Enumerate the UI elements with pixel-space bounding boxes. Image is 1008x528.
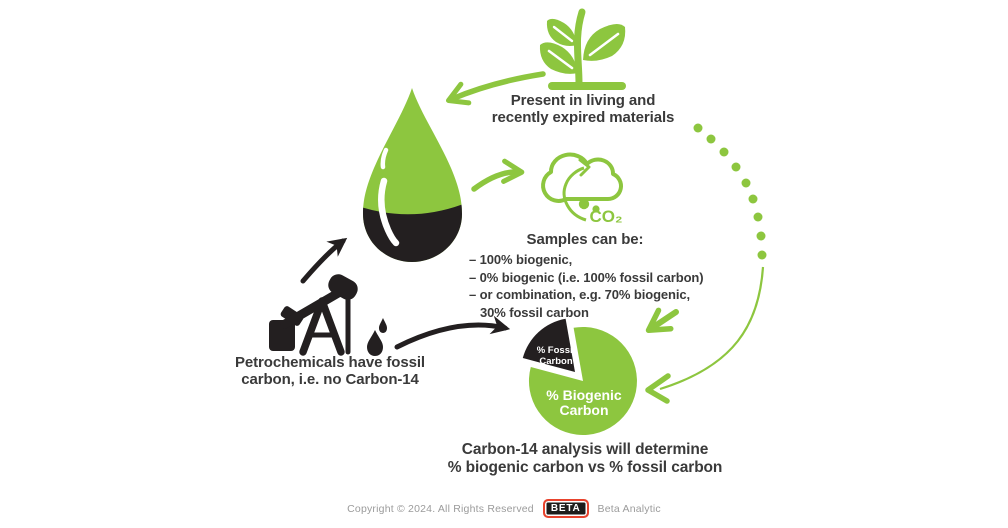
petro-caption: Petrochemicals have fossil carbon, i.e. …	[205, 354, 455, 388]
conclusion-caption: Carbon-14 analysis will determine % biog…	[430, 441, 740, 476]
oil-drop-icon	[363, 88, 462, 262]
samples-heading: Samples can be:	[526, 231, 644, 248]
samples-item: – 0% biogenic (i.e. 100% fossil carbon)	[469, 269, 704, 285]
pie-slice-fossil	[522, 318, 575, 372]
beta-logo: BETA	[542, 499, 589, 518]
curved-arrow-green-top	[445, 71, 546, 106]
samples-item-continuation: 30% fossil carbon	[480, 304, 589, 320]
petro-caption-line2: carbon, i.e. no Carbon-14	[241, 371, 419, 388]
plant-caption: Present in living and recently expired m…	[433, 92, 733, 126]
petro-caption-line1: Petrochemicals have fossil	[235, 354, 425, 371]
curved-arrow-black-to-pie	[394, 315, 511, 350]
brand-name: Beta Analytic	[597, 502, 661, 515]
conclusion-line2: % biogenic carbon vs % fossil carbon	[447, 458, 723, 476]
footer: Copyright © 2024. All Rights Reserved BE…	[0, 499, 1008, 518]
co2-cloud-icon	[541, 152, 623, 222]
pie-fossil-label: % Fossil Carbon	[536, 345, 576, 367]
arrow-green-to-pie-upper	[645, 307, 679, 334]
conclusion-line1: Carbon-14 analysis will determine	[461, 441, 709, 458]
samples-item: – or combination, e.g. 70% biogenic,	[469, 287, 691, 302]
samples-item: – 100% biogenic,	[469, 252, 573, 267]
sprout-icon	[539, 8, 626, 90]
plant-caption-line1: Present in living and	[510, 92, 656, 109]
pie-chart	[522, 318, 637, 435]
plant-caption-line2: recently expired materials	[491, 109, 675, 126]
curved-arrow-green-mid	[471, 158, 525, 192]
co2-label: CO₂	[589, 207, 623, 226]
curved-arrow-black-to-drop	[300, 237, 348, 284]
dotted-arc	[693, 123, 767, 260]
samples-list: – 100% biogenic, – 0% biogenic (i.e. 100…	[469, 251, 729, 321]
arc-arrow-green-to-pie-lower	[645, 266, 765, 404]
oil-pumpjack-icon	[269, 274, 358, 356]
pie-slice-biogenic	[528, 326, 637, 435]
copyright-text: Copyright © 2024. All Rights Reserved	[347, 502, 534, 515]
oil-droplets-icon	[367, 318, 387, 356]
pie-biogenic-label: % Biogenic Carbon	[546, 387, 622, 418]
